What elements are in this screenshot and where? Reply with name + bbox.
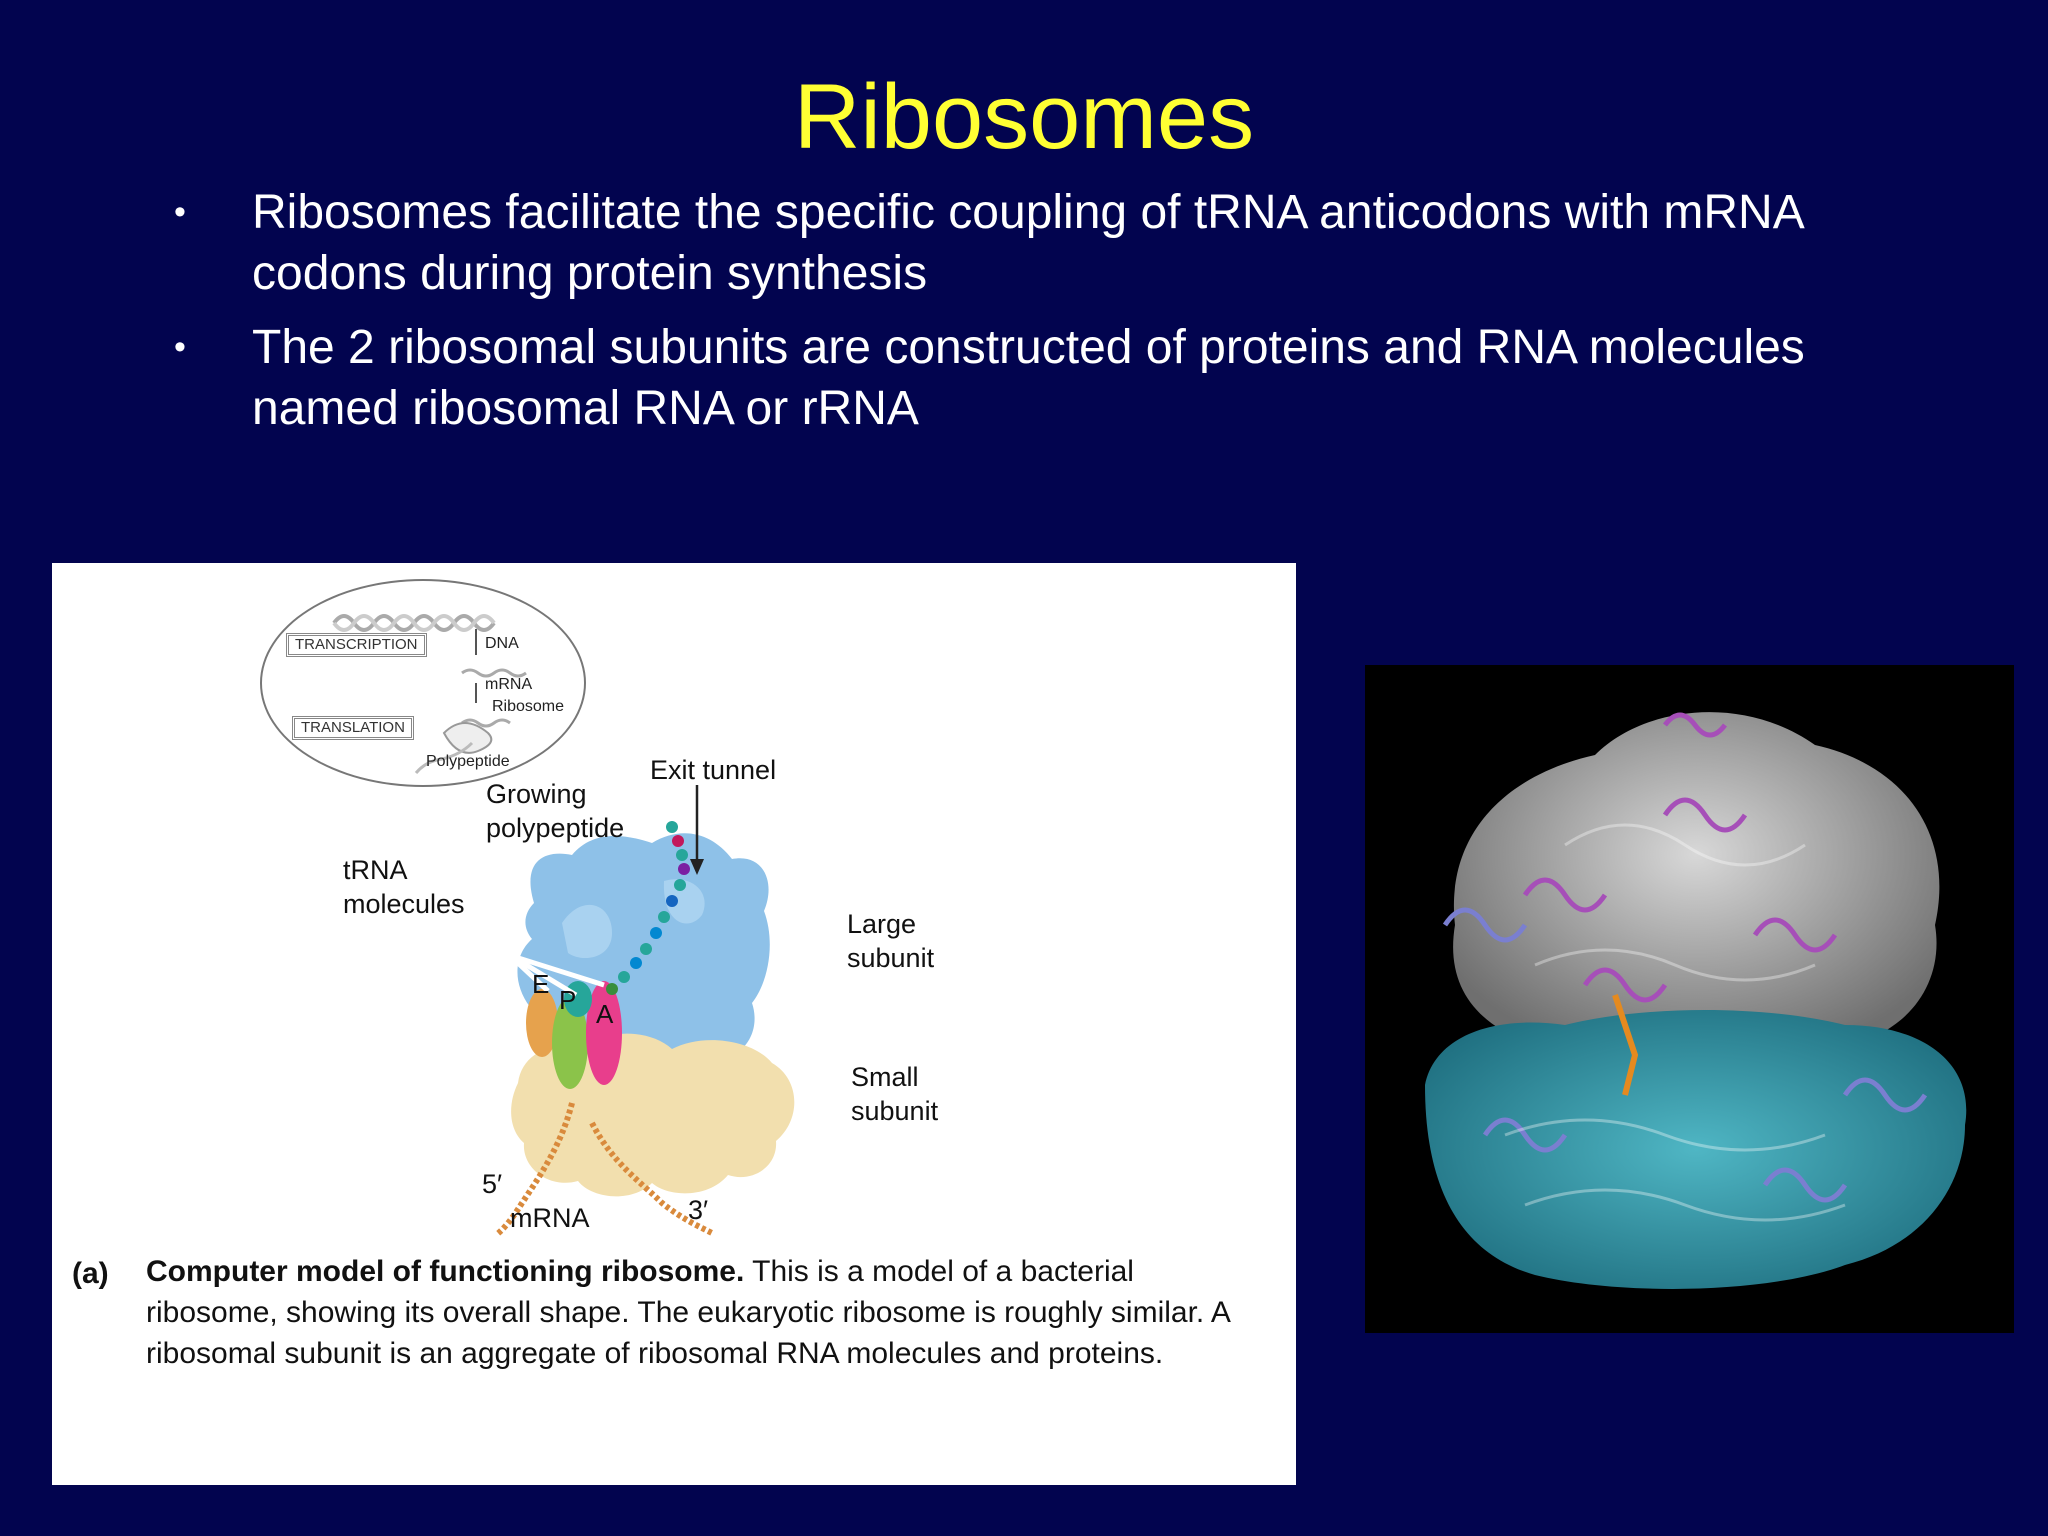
p-site-label: P [559, 985, 577, 1015]
translation-label: TRANSLATION [292, 716, 414, 740]
small-subunit-label: Small subunit [851, 1062, 939, 1126]
caption-title: Computer model of functioning ribosome. [146, 1255, 745, 1288]
growing-polypeptide-label: Growing polypeptide [486, 779, 625, 843]
caption-tag: (a) [72, 1257, 109, 1290]
ribosome-illustration [332, 614, 795, 1238]
bullet-dot: • [174, 328, 186, 366]
mrna-inset-label: mRNA [485, 676, 533, 693]
bullet-text: Ribosomes facilitate the specific coupli… [252, 186, 1803, 300]
bullet-item: • Ribosomes facilitate the specific coup… [170, 182, 1870, 304]
polypeptide-inset-label: Polypeptide [426, 753, 510, 770]
bullet-dot: • [174, 193, 186, 231]
central-dogma-inset [260, 579, 586, 787]
exit-tunnel-label: Exit tunnel [650, 755, 777, 785]
large-subunit-label: Large subunit [847, 909, 935, 973]
ribosome-structure-image [1365, 665, 2014, 1333]
ribosome-inset-label: Ribosome [492, 698, 565, 715]
a-site-label: A [596, 999, 614, 1029]
ribosome-ribbon-render [1425, 712, 1967, 1289]
bullet-list: • Ribosomes facilitate the specific coup… [170, 182, 1870, 452]
caption-text: This is a model of a bacterial ribosome,… [146, 1255, 1230, 1370]
mrna-label: mRNA [510, 1203, 590, 1233]
e-site-label: E [532, 969, 550, 999]
slide-title: Ribosomes [793, 66, 1255, 168]
ribosome-figure: TRANSCRIPTION TRANSLATION DNA mRNA Ribos… [52, 563, 1296, 1485]
trna-molecules-label: tRNA molecules [343, 855, 465, 919]
bullet-text: The 2 ribosomal subunits are constructed… [252, 321, 1805, 435]
transcription-label: TRANSCRIPTION [286, 633, 427, 657]
bullet-item: • The 2 ribosomal subunits are construct… [170, 317, 1870, 439]
three-prime-label: 3′ [688, 1195, 709, 1225]
dna-label: DNA [485, 635, 519, 652]
five-prime-label: 5′ [482, 1169, 503, 1199]
figure-caption: (a) Computer model of functioning riboso… [72, 1251, 1272, 1374]
